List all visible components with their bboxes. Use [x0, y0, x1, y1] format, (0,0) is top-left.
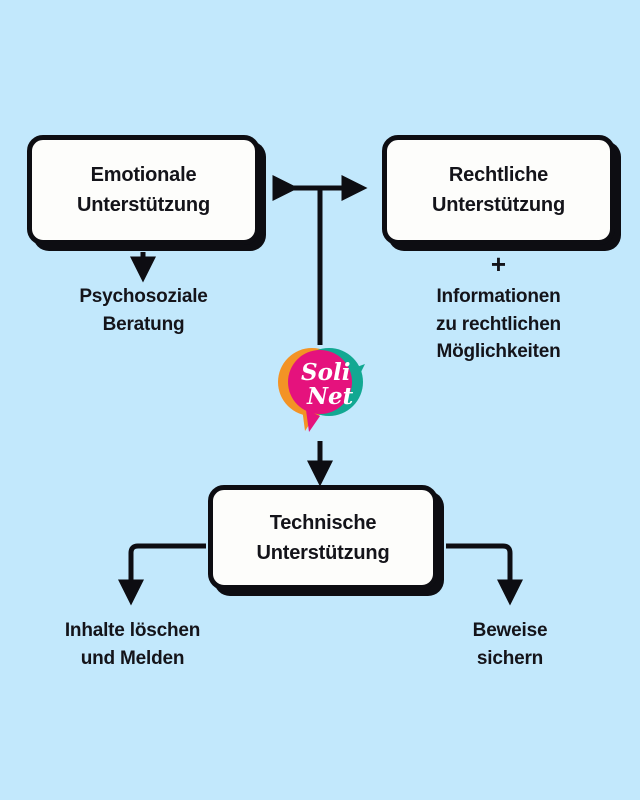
leaf-informationen-line2: zu rechtlichen — [436, 313, 561, 335]
elbow-technische-to-inhalte — [118, 543, 206, 606]
logo-pink-circle-icon — [288, 350, 352, 432]
node-technische-line2: Unterstützung — [256, 541, 390, 564]
node-emotionale-label: Emotionale Unterstützung — [77, 160, 210, 220]
leaf-inhalte-loeschen-melden: Inhalte löschen und Melden — [20, 617, 245, 672]
leaf-informationen-line3: Möglichkeiten — [436, 341, 561, 363]
leaf-inhalte-line2: und Melden — [80, 647, 185, 669]
node-emotionale-unterstuetzung[interactable]: Emotionale Unterstützung — [27, 135, 260, 245]
leaf-psychosoziale-line2: Beratung — [102, 313, 185, 335]
plus-sign-rechtliche: + — [490, 249, 507, 279]
node-rechtliche-line2: Unterstützung — [432, 194, 565, 216]
soli-net-logo: Soli Net — [278, 348, 365, 432]
leaf-inhalte-line1: Inhalte löschen — [64, 620, 201, 641]
leaf-beweise-sichern: Beweise sichern — [405, 617, 615, 672]
leaf-informationen-line1: Informationen — [436, 286, 561, 307]
logo-word-soli: Soli — [301, 359, 350, 386]
node-technische-line1: Technische — [269, 511, 377, 534]
node-rechtliche-unterstuetzung[interactable]: Rechtliche Unterstützung — [382, 135, 615, 245]
node-emotionale-line1: Emotionale — [90, 164, 197, 186]
tee-connector-top — [272, 175, 368, 345]
leaf-informationen-rechtliche: Informationen zu rechtlichen Möglichkeit… — [382, 283, 615, 366]
leaf-beweise-line2: sichern — [476, 647, 544, 669]
leaf-psychosoziale-beratung: Psychosoziale Beratung — [27, 283, 260, 338]
node-rechtliche-label: Rechtliche Unterstützung — [432, 160, 565, 220]
logo-word-net: Net — [306, 383, 354, 410]
leaf-beweise-line1: Beweise — [472, 620, 548, 641]
node-emotionale-line2: Unterstützung — [77, 194, 210, 216]
elbow-technische-to-beweise — [446, 543, 523, 606]
leaf-psychosoziale-line1: Psychosoziale — [79, 286, 208, 307]
node-rechtliche-line1: Rechtliche — [448, 164, 549, 186]
node-technische-label: Technische Unterstützung — [257, 508, 390, 568]
node-technische-unterstuetzung[interactable]: Technische Unterstützung — [208, 485, 438, 590]
